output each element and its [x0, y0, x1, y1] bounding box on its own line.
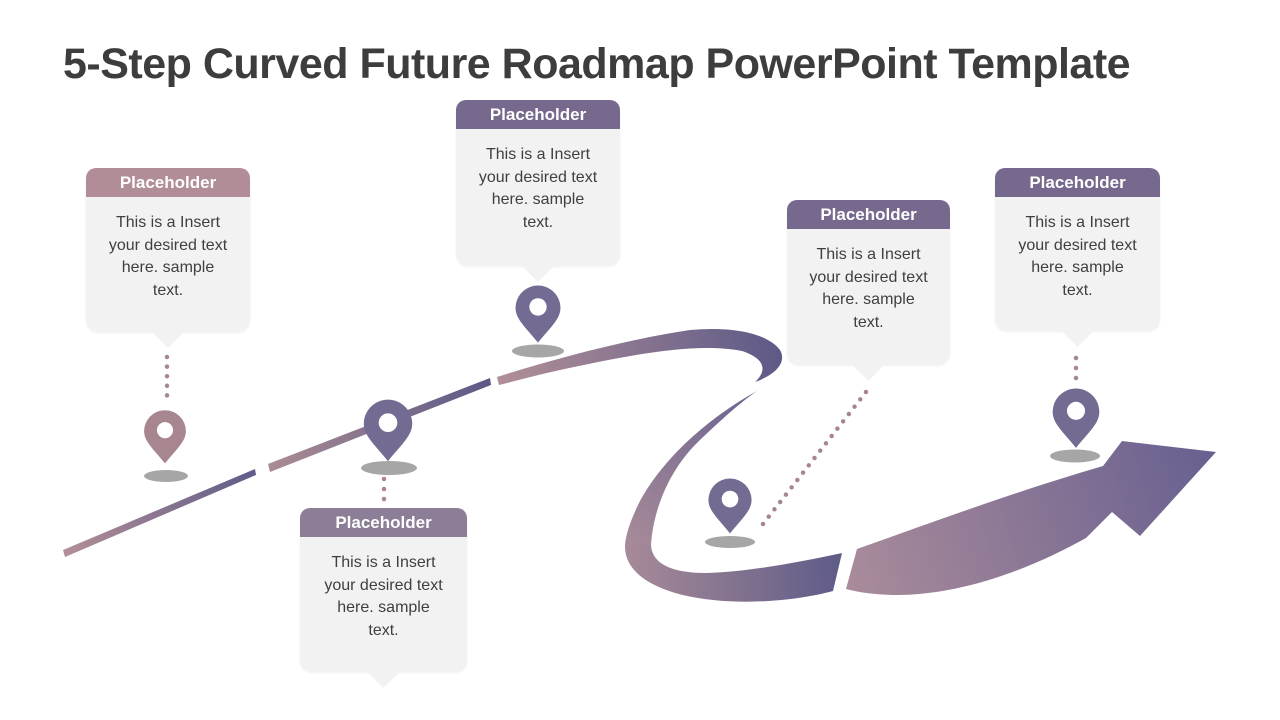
- pin-shadow-1: [144, 470, 188, 482]
- road-segment-1: [63, 469, 256, 557]
- callout-step4-body: This is a Insert your desired text here.…: [809, 246, 928, 331]
- road-arrow-head-segment: [846, 441, 1216, 595]
- callout-step4-header: Placeholder: [787, 200, 950, 229]
- map-pin-icon-step1: [144, 410, 186, 464]
- road-segment-4-curve-upper: [625, 391, 757, 545]
- callout-step5-header: Placeholder: [995, 168, 1160, 197]
- callout-step2-header: Placeholder: [300, 508, 467, 537]
- dotted-connector-step4: [760, 389, 869, 527]
- map-pin-icon-step3: [515, 285, 561, 343]
- pin-shadow-3: [512, 344, 564, 358]
- map-pin-icon-step5: [1052, 388, 1100, 448]
- callout-step2-body: This is a Insert your desired text here.…: [324, 554, 443, 639]
- road-segment-4-curve-lower: [624, 545, 842, 602]
- callout-step1: Placeholder This is a Insert your desire…: [86, 168, 250, 348]
- map-pin-icon-step2: [363, 399, 413, 462]
- pin-shadow-5: [1050, 449, 1100, 463]
- page-title: 5-Step Curved Future Roadmap PowerPoint …: [63, 40, 1131, 88]
- callout-step3-body: This is a Insert your desired text here.…: [478, 146, 598, 231]
- pin-shadow-2: [361, 461, 417, 475]
- callout-step3-header: Placeholder: [456, 100, 620, 129]
- callout-step5: Placeholder This is a Insert your desire…: [995, 168, 1160, 347]
- road-segment-3-hook: [497, 328, 783, 385]
- callout-step5-body: This is a Insert your desired text here.…: [1018, 214, 1137, 299]
- pin-shadow-4: [705, 536, 755, 548]
- map-pin-icon-step4: [708, 478, 752, 534]
- callout-step3: Placeholder This is a Insert your desire…: [456, 100, 620, 282]
- callout-step1-header: Placeholder: [86, 168, 250, 197]
- callout-step4: Placeholder This is a Insert your desire…: [787, 200, 950, 381]
- callout-step2: Placeholder This is a Insert your desire…: [300, 508, 467, 688]
- callout-step1-body: This is a Insert your desired text here.…: [108, 214, 228, 299]
